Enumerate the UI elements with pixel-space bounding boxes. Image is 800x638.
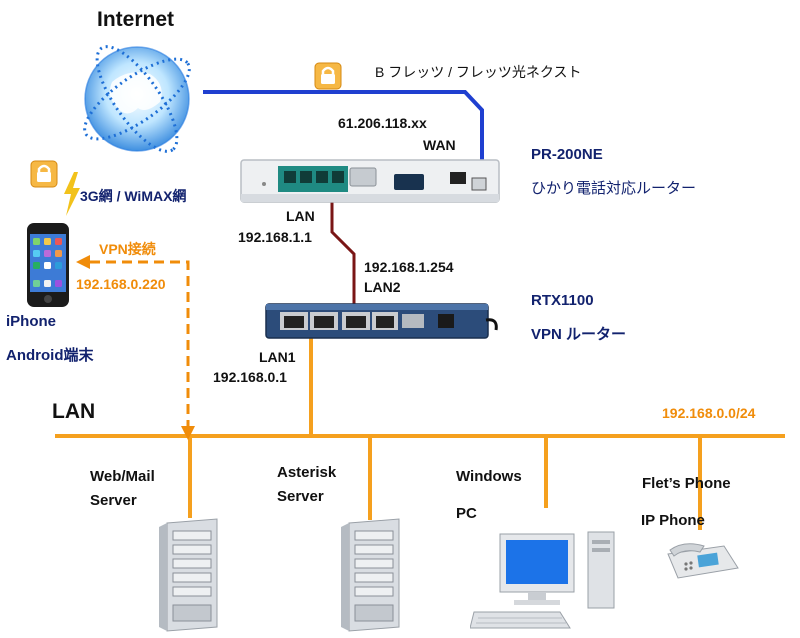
pr200ne-name: PR-200NE [531,146,603,163]
pr200ne-lan-label: LAN [286,208,315,224]
router-link-line [330,185,356,322]
rtx1100-name: RTX1100 [531,292,594,309]
vpn-dashed-line [86,260,190,430]
windows-pc-label-line2: PC [456,505,477,522]
rtx1100-lan2-label: LAN2 [364,279,401,295]
webmail-label-line1: Web/Mail [90,468,155,485]
ip-phone-icon [667,543,739,579]
rtx1100-description: VPN ルーター [531,326,627,343]
pr200ne-lan-ip: 192.168.1.1 [238,229,312,245]
wan-ip-label: 61.206.118.xx [338,115,427,131]
rtx1100-lan1-ip: 192.168.0.1 [213,369,287,385]
iphone-label: iPhone [6,313,57,330]
rtx1100-lan2-ip: 192.168.1.254 [364,259,454,275]
vpn-arrow-left [76,255,90,269]
wan-padlock-icon [314,62,342,90]
lan-label: LAN [52,400,96,423]
smartphone-icon [27,223,69,307]
globe-icon [83,45,191,153]
vpn-arrow-up [181,426,195,440]
windows-pc-label-line1: Windows [456,468,522,485]
vpn-ip-label: 192.168.0.220 [76,276,166,292]
phone-label-line1: Flet’s Phone [642,475,731,492]
internet-label: Internet [97,8,175,31]
vpn-connection-label: VPN接続 [99,241,156,257]
phone-label-line2: IP Phone [641,512,705,529]
webmail-label-line2: Server [90,492,137,509]
asterisk-label-line2: Server [277,488,324,505]
mobile-network-label: 3G網 / WiMAX網 [80,188,187,204]
wan-service-label: B フレッツ / フレッツ光ネクスト [375,64,582,80]
desktop-pc-icon [470,531,615,629]
wan-port-label: WAN [423,137,456,153]
pr200ne-description: ひかり電話対応ルーター [531,180,697,197]
lightning-icon [64,172,80,216]
rtx1100-lan1-label: LAN1 [259,349,296,365]
wan-line [203,90,484,172]
mobile-padlock-icon [30,160,58,188]
webmail-server-icon [159,518,218,632]
pr200ne-router-icon [240,159,500,203]
android-label: Android端末 [6,347,94,364]
asterisk-label-line1: Asterisk [277,464,337,481]
rtx1100-router-icon [265,303,498,339]
lan-subnet-label: 192.168.0.0/24 [662,405,756,421]
asterisk-server-icon [341,518,400,632]
